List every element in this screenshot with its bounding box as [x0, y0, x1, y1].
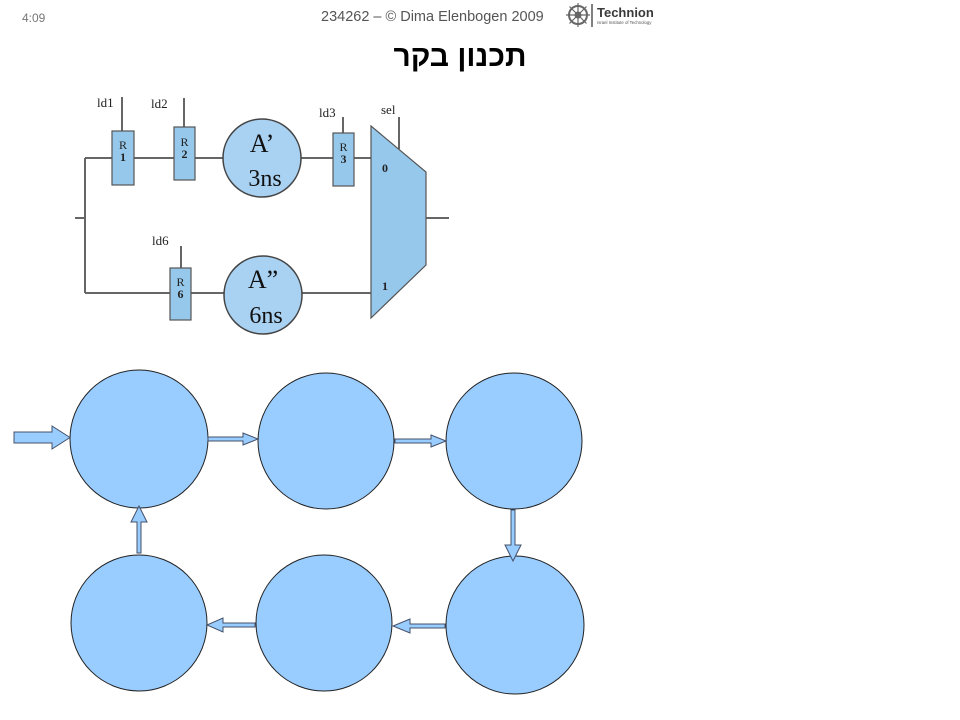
ld1-label: ld1 [97, 95, 114, 110]
state-circle [255, 554, 393, 692]
state-circle [445, 555, 585, 695]
register-letter: R [180, 135, 188, 149]
register-index: 2 [182, 147, 188, 161]
transition-arrow [391, 618, 446, 634]
register-letter: R [339, 140, 347, 154]
slide-title: תכנון בקר [393, 40, 526, 73]
transition-arrow [130, 504, 148, 554]
circuit-wires [75, 97, 449, 294]
register-index: 6 [178, 287, 184, 301]
register-index: 1 [120, 150, 126, 164]
state-circle [69, 369, 209, 509]
state-circle [70, 554, 208, 692]
unit-delay: 6ns [249, 303, 282, 329]
register-r3: R 3 [332, 132, 355, 187]
register-index: 3 [341, 152, 347, 166]
register-r2: R 2 [173, 126, 196, 181]
entry-arrow [13, 425, 71, 450]
datapath-circuit: ld1 ld2 ld3 ld6 sel R 1 R 2 R 3 R 6 A’ [75, 95, 449, 335]
technion-logo-subtitle: Israel Institute of Technology [597, 20, 652, 25]
ld2-label: ld2 [151, 96, 168, 111]
transition-arrow [504, 509, 522, 563]
unit-delay: 3ns [248, 166, 281, 192]
technion-logo: Technion Israel Institute of Technology [566, 3, 654, 27]
transition-arrow [205, 617, 256, 633]
ld3-label: ld3 [319, 105, 336, 120]
mux-input-0-label: 0 [382, 161, 388, 175]
unit-name: A” [248, 265, 278, 294]
state-circle [445, 372, 583, 510]
ld6-label: ld6 [152, 233, 169, 248]
technion-emblem-icon [566, 3, 590, 27]
register-letter: R [176, 275, 184, 289]
unit-name: A’ [250, 129, 275, 158]
multiplexer: 0 1 [370, 124, 427, 320]
slide-time: 4:09 [22, 11, 46, 25]
state-diagram [13, 369, 585, 695]
course-copyright-line: 234262 – © Dima Elenbogen 2009 [321, 9, 544, 25]
technion-logo-name: Technion [597, 5, 654, 20]
register-r6: R 6 [169, 267, 192, 321]
mux-input-1-label: 1 [382, 279, 388, 293]
unit-a-prime: A’ 3ns [222, 118, 302, 198]
register-r1: R 1 [111, 130, 135, 186]
unit-a-double-prime: A” 6ns [223, 255, 303, 335]
transition-arrow [394, 434, 448, 448]
register-letter: R [119, 138, 127, 152]
state-circle [257, 372, 395, 510]
transition-arrow [207, 432, 260, 446]
sel-label: sel [381, 102, 396, 117]
